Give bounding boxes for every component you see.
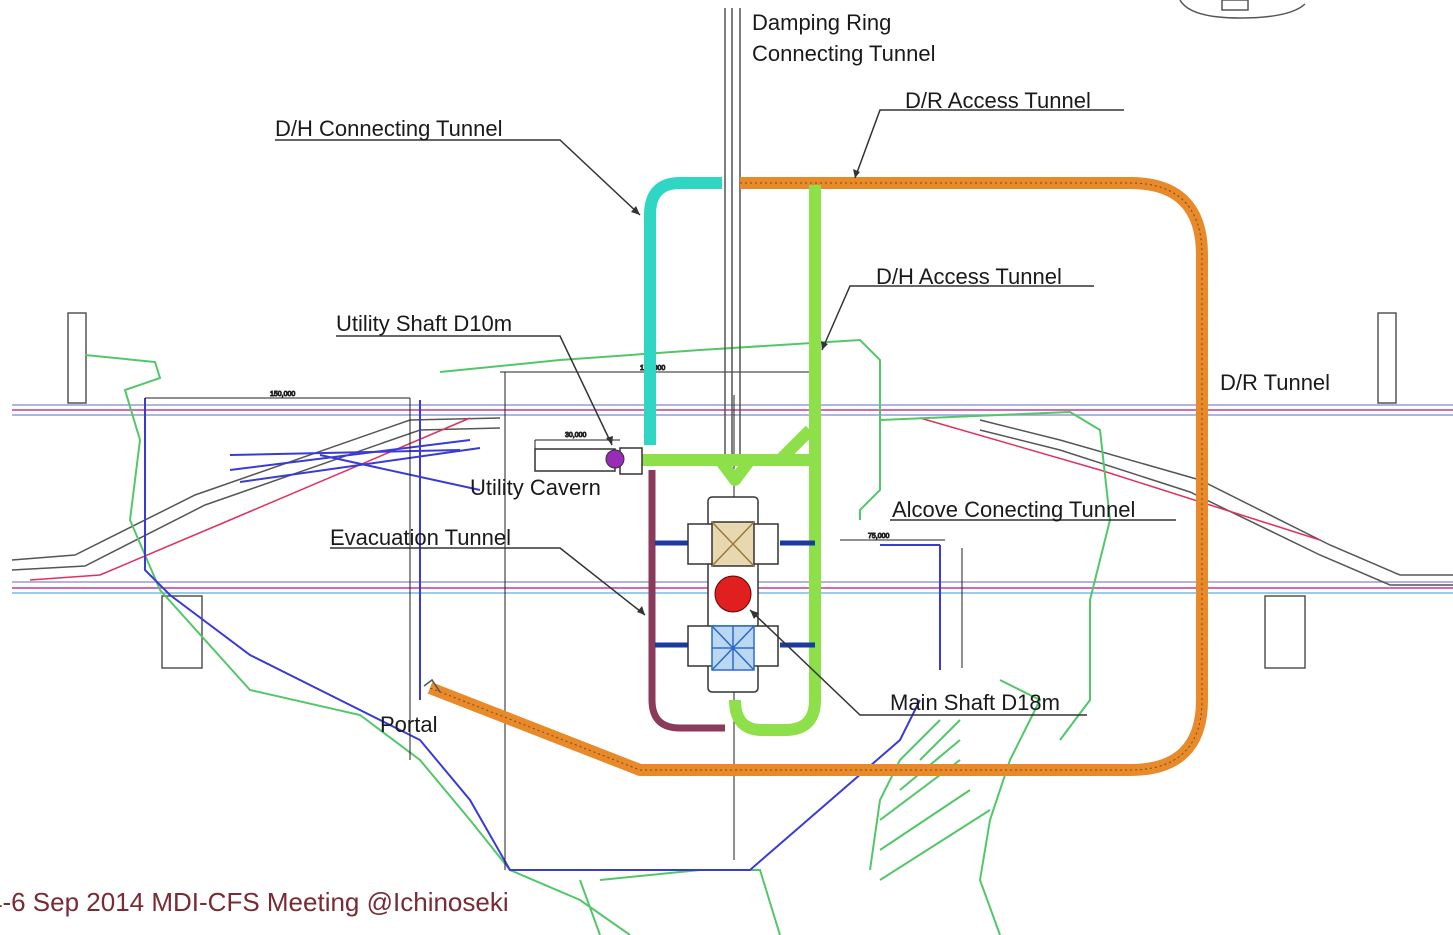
- utility-shaft-icon: [605, 449, 625, 469]
- main-shaft-icon: [714, 575, 752, 613]
- svg-text:30,000: 30,000: [565, 432, 587, 439]
- dimension-lines: 150,000 171,000 30,000 75,000: [145, 365, 963, 870]
- leader-lines: [540, 109, 895, 716]
- dh-access-tunnel: [640, 185, 821, 736]
- ramps: [11, 417, 1453, 586]
- label-evacuation-tunnel: Evacuation Tunnel: [330, 525, 511, 550]
- label-main-shaft: Main Shaft D18m: [890, 690, 1060, 715]
- label-utility-cavern: Utility Cavern: [470, 475, 601, 500]
- excavation-boundary: [144, 398, 941, 871]
- labels: Damping Ring Connecting Tunnel D/R Acces…: [275, 10, 1330, 737]
- dr-tunnel-loop: [427, 177, 1208, 776]
- label-dr-access-tunnel: D/R Access Tunnel: [905, 88, 1091, 113]
- label-alcove-tunnel: Alcove Conecting Tunnel: [892, 497, 1135, 522]
- dh-connecting-tunnel: [644, 177, 722, 445]
- evacuation-tunnel: [648, 470, 725, 732]
- svg-text:75,000: 75,000: [868, 533, 890, 540]
- portal-marker: [423, 678, 441, 693]
- label-dh-connecting-tunnel: D/H Connecting Tunnel: [275, 116, 502, 141]
- label-damping-ring-connecting: Connecting Tunnel: [752, 41, 935, 66]
- label-damping-ring: Damping Ring: [752, 10, 891, 35]
- utility-cavern: [534, 447, 643, 475]
- damping-ring-connecting-tunnel: [724, 8, 741, 460]
- piers: [67, 312, 1397, 669]
- label-utility-shaft: Utility Shaft D10m: [336, 311, 512, 336]
- thumbnail-fragment: [1179, 0, 1306, 19]
- footer-text: 4-6 Sep 2014 MDI-CFS Meeting @Ichinoseki: [0, 887, 509, 917]
- geology-outline: [84, 338, 1112, 935]
- label-dh-access-tunnel: D/H Access Tunnel: [876, 264, 1062, 289]
- label-underlines: [275, 109, 1176, 716]
- svg-text:150,000: 150,000: [270, 391, 295, 398]
- label-dr-tunnel: D/R Tunnel: [1220, 370, 1330, 395]
- label-portal: Portal: [380, 712, 437, 737]
- arrowheads: [606, 169, 860, 619]
